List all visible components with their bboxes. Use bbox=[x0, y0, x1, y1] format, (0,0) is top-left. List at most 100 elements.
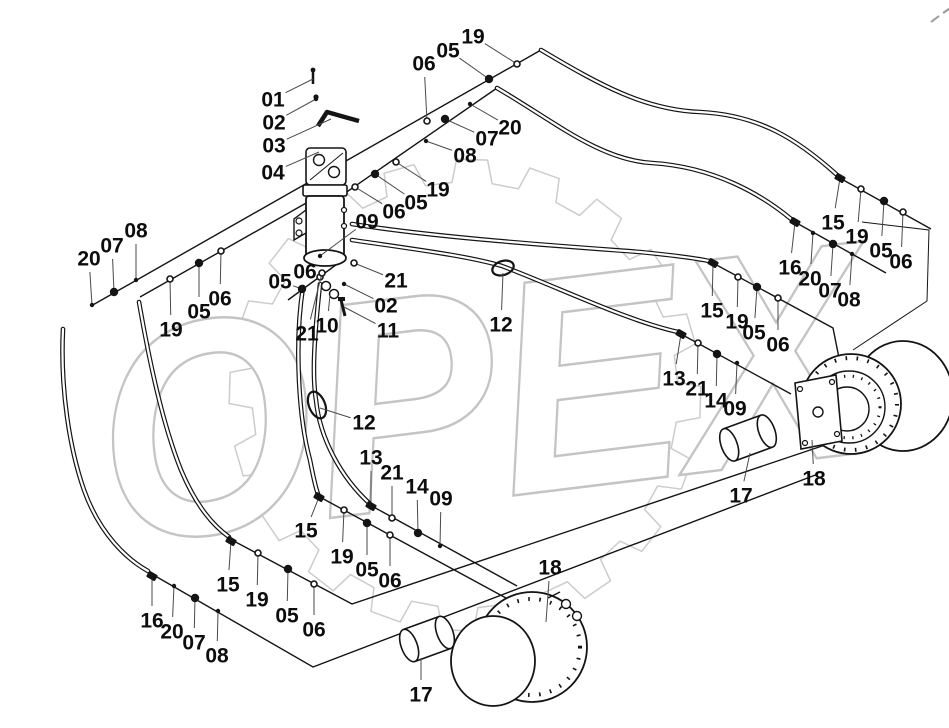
fitting-dot-icon bbox=[171, 583, 177, 589]
leader-line bbox=[353, 262, 384, 276]
leader-line bbox=[319, 407, 351, 419]
fitting-dot-icon bbox=[313, 96, 319, 102]
callout-label-15: 15 bbox=[700, 300, 724, 323]
callout-layer: 0102030406051920070819050609080720060519… bbox=[77, 26, 912, 707]
callout-label-06: 06 bbox=[766, 334, 789, 357]
callout-label-07: 07 bbox=[100, 235, 123, 258]
callout-06-56: 06 bbox=[302, 580, 326, 642]
leader-line bbox=[193, 597, 196, 629]
callout-label-13: 13 bbox=[359, 447, 382, 470]
callout-20-58: 20 bbox=[160, 583, 184, 644]
leader-line bbox=[310, 496, 320, 518]
fitting-dot-icon bbox=[849, 251, 855, 257]
leader-line bbox=[219, 250, 222, 285]
callout-14-47: 14 bbox=[405, 476, 429, 538]
fitting-big-icon bbox=[362, 518, 372, 528]
fitting-big-icon bbox=[413, 528, 423, 538]
callout-label-20: 20 bbox=[798, 268, 821, 291]
callout-02-25: 02 bbox=[341, 281, 398, 318]
callout-18-62: 18 bbox=[802, 439, 826, 491]
leader-line bbox=[424, 76, 428, 122]
swivel-joint-assembly bbox=[293, 67, 360, 317]
o-rings bbox=[306, 259, 515, 420]
leader-line bbox=[469, 103, 499, 121]
leader-line bbox=[374, 173, 405, 195]
leader-line bbox=[286, 568, 289, 602]
fitting-big-icon bbox=[109, 287, 119, 297]
callout-17-64: 17 bbox=[409, 658, 433, 707]
callout-label-16: 16 bbox=[140, 610, 163, 633]
callout-20-16: 20 bbox=[77, 248, 101, 308]
callout-label-21: 21 bbox=[384, 270, 408, 293]
bushing-right-17 bbox=[718, 414, 778, 462]
leader-line bbox=[444, 118, 475, 133]
callout-label-12: 12 bbox=[352, 412, 375, 435]
callout-05-21: 05 bbox=[268, 271, 307, 294]
leader-line bbox=[715, 353, 718, 387]
valve-body bbox=[293, 147, 348, 267]
callout-06-52: 06 bbox=[378, 531, 402, 593]
callout-label-05: 05 bbox=[742, 322, 766, 345]
leader-line bbox=[286, 98, 317, 116]
leader-line bbox=[439, 511, 442, 547]
callout-19-6: 19 bbox=[461, 26, 521, 68]
callout-label-11: 11 bbox=[377, 320, 400, 343]
leader-line bbox=[735, 362, 738, 395]
pipe-run-right-top-2 bbox=[792, 220, 887, 274]
leader-line bbox=[425, 140, 452, 151]
callout-label-06: 06 bbox=[378, 570, 401, 593]
fitting-elbow-icon bbox=[834, 173, 846, 183]
callout-05-51: 05 bbox=[355, 518, 379, 582]
clamp-10 bbox=[320, 280, 340, 300]
callout-label-19: 19 bbox=[725, 311, 748, 334]
callout-label-05: 05 bbox=[436, 40, 460, 63]
fitting-dot-icon bbox=[317, 253, 323, 259]
callout-label-05: 05 bbox=[187, 301, 211, 324]
leader-line bbox=[416, 499, 419, 534]
fitting-dot-icon bbox=[467, 101, 473, 107]
leader-line bbox=[830, 243, 834, 277]
callout-label-08: 08 bbox=[205, 645, 229, 668]
lever-03 bbox=[316, 109, 360, 128]
fitting-ring-icon bbox=[423, 117, 431, 125]
fitting-ring-icon bbox=[734, 273, 742, 281]
fitting-big-icon bbox=[712, 349, 722, 359]
callout-label-07: 07 bbox=[182, 632, 205, 655]
travel-motor-bottom bbox=[450, 591, 588, 707]
leader-line bbox=[754, 286, 758, 319]
callout-20-34: 20 bbox=[798, 230, 822, 291]
callout-06-40: 06 bbox=[766, 294, 790, 357]
callout-label-19: 19 bbox=[845, 226, 868, 249]
fitting-ring-icon bbox=[350, 259, 358, 267]
leader-line bbox=[169, 278, 172, 316]
callout-19-19: 19 bbox=[159, 275, 183, 342]
fitting-ring-icon bbox=[513, 60, 521, 68]
callout-label-06: 06 bbox=[382, 201, 405, 224]
leader-line bbox=[711, 262, 714, 297]
callout-15-37: 15 bbox=[700, 258, 724, 323]
fitting-elbow-icon bbox=[675, 329, 687, 339]
callout-label-19: 19 bbox=[159, 319, 182, 342]
fitting-dot-icon bbox=[734, 360, 740, 366]
callout-label-06: 06 bbox=[208, 288, 231, 311]
callout-label-06: 06 bbox=[889, 251, 912, 274]
fitting-big-icon bbox=[440, 114, 450, 124]
leader-line bbox=[459, 57, 490, 80]
bolt-01 bbox=[310, 67, 316, 73]
callout-label-19: 19 bbox=[426, 179, 449, 202]
callout-label-18: 18 bbox=[802, 468, 826, 491]
callout-label-02: 02 bbox=[374, 295, 397, 318]
callout-08-60: 08 bbox=[205, 608, 229, 668]
callout-label-08: 08 bbox=[837, 289, 861, 312]
callout-label-05: 05 bbox=[355, 559, 379, 582]
fitting-ring-icon bbox=[351, 183, 359, 191]
leader-line bbox=[545, 580, 550, 623]
callout-label-12: 12 bbox=[489, 314, 512, 337]
callout-06-17: 06 bbox=[208, 247, 232, 311]
callout-16-33: 16 bbox=[778, 217, 802, 280]
callout-14-43: 14 bbox=[704, 349, 728, 413]
fitting-big-icon bbox=[879, 196, 889, 206]
fitting-ring-icon bbox=[694, 339, 702, 347]
callout-label-15: 15 bbox=[294, 520, 318, 543]
